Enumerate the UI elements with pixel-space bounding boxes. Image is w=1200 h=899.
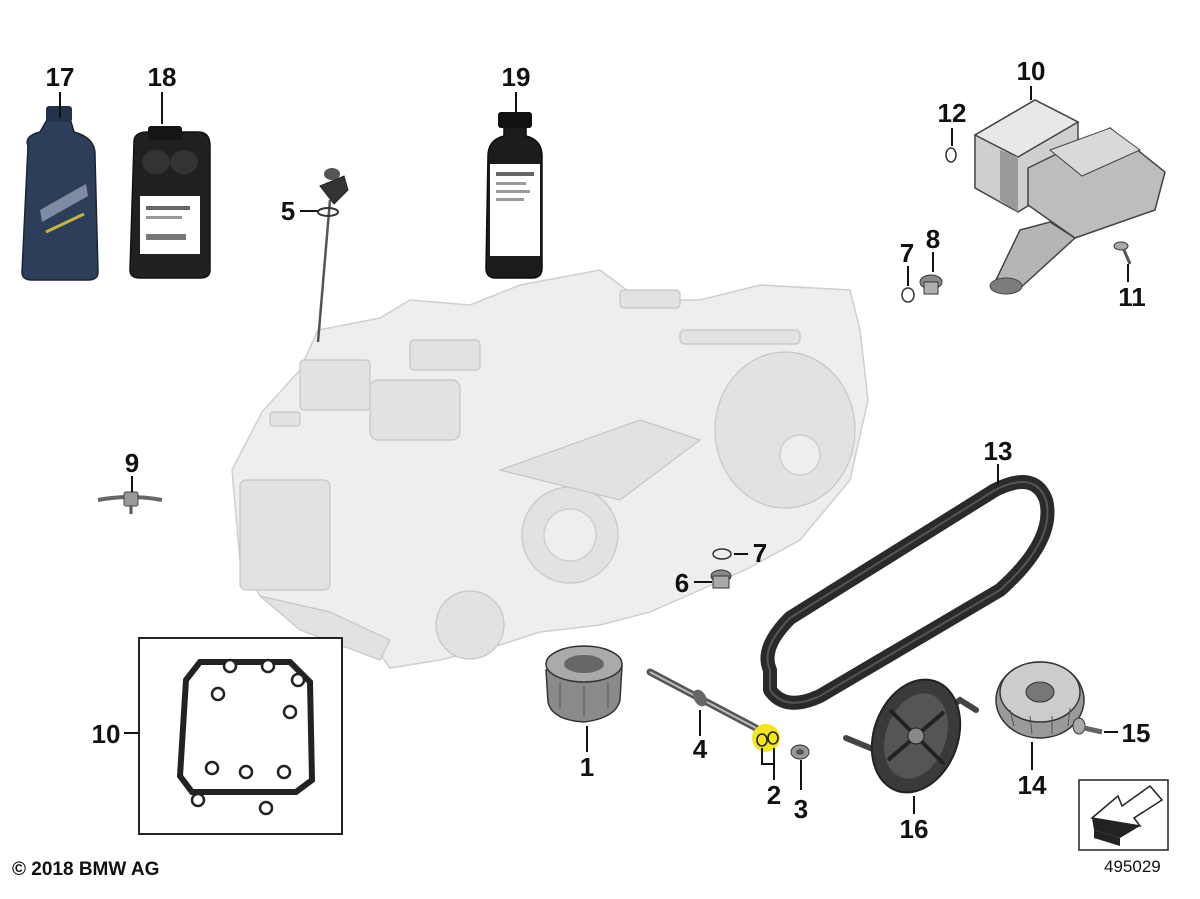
sealing-ring-upper [901, 287, 915, 303]
nut [790, 744, 810, 760]
oil-dipstick [316, 168, 349, 343]
label-part-19: 18 [148, 62, 177, 92]
coolant-bottle-20 [485, 112, 543, 279]
label-part-4: 4 [693, 734, 708, 764]
label-part-17: 16 [900, 814, 929, 844]
brake-fluid-bottle-19 [129, 126, 211, 279]
oil-filter [545, 645, 623, 723]
label-part-15: 14 [1018, 770, 1047, 800]
diagram-number: 495029 [1104, 857, 1161, 876]
air-filter-screw [1113, 241, 1132, 265]
label-part-2: 2 [767, 780, 781, 810]
label-part-14: 13 [984, 436, 1013, 466]
part-labels: 17 18 19 10 12 5 7 8 11 9 13 7 6 10 1 4 … [46, 56, 1151, 844]
label-part-1: 1 [580, 752, 594, 782]
tension-roller [995, 661, 1085, 739]
label-part-7-upper: 7 [900, 238, 914, 268]
label-part-5: 5 [281, 196, 295, 226]
copyright-text: © 2018 BMW AG [12, 859, 159, 880]
air-filter-housing [973, 99, 1166, 295]
roller-screw [1072, 717, 1103, 735]
label-part-3: 3 [794, 794, 808, 824]
label-part-20: 19 [502, 62, 531, 92]
label-part-16: 15 [1122, 718, 1151, 748]
engine-block-illustration [231, 269, 869, 669]
label-part-10: 10 [92, 719, 121, 749]
direction-arrow-icon [1078, 779, 1169, 851]
label-part-7-lower: 7 [753, 538, 767, 568]
label-part-6: 6 [675, 568, 689, 598]
air-filter-o-ring [945, 147, 957, 163]
label-part-12: 11 [1118, 282, 1146, 312]
v-belt [760, 475, 1055, 710]
label-part-13: 12 [938, 98, 967, 128]
sealing-ring-lower [712, 548, 732, 560]
o-ring-set-highlighted [752, 724, 780, 752]
label-part-18: 17 [46, 62, 75, 92]
label-part-9: 9 [125, 448, 139, 478]
belt-pulley-assembly [843, 678, 979, 794]
gasket-set [176, 658, 316, 816]
label-part-8: 8 [926, 224, 940, 254]
screw-plug-upper [919, 274, 943, 295]
engine-oil-bottle-18 [21, 106, 99, 281]
leader-lines [59, 86, 1129, 814]
label-part-11: 10 [1017, 56, 1046, 86]
vent-hose-connector [97, 491, 163, 514]
oil-drain-plug [710, 569, 732, 589]
drive-shaft [646, 668, 760, 732]
